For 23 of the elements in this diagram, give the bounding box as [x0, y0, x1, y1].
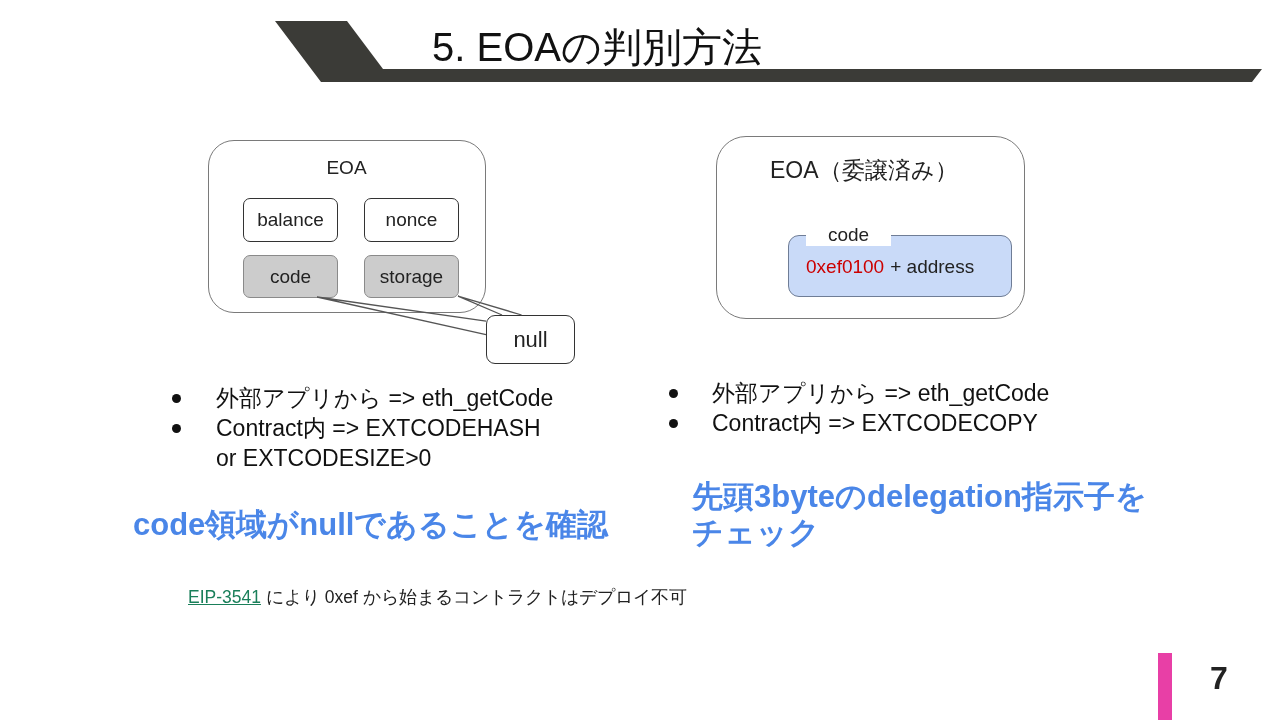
- bullet-text: 外部アプリから => eth_getCode: [712, 379, 1051, 408]
- rounded-box: code: [243, 255, 338, 298]
- rounded-box: [208, 140, 486, 313]
- highlight-text: code領域がnullであることを確認: [133, 507, 610, 543]
- box-title: EOA（委譲済み）: [770, 157, 958, 183]
- value-text: + address: [890, 255, 975, 279]
- link: EIP-3541: [188, 586, 261, 608]
- bullet-text: Contract内 => EXTCODEHASH or EXTCODESIZE>0: [216, 414, 542, 473]
- note-text: により 0xef から始まるコントラクトはデプロイ不可: [265, 586, 687, 608]
- highlight-text: 先頭3byteのdelegation指示子をチェック: [692, 479, 1148, 551]
- bullet-text: 外部アプリから => eth_getCode: [216, 384, 555, 413]
- leader-line: [316, 296, 487, 336]
- rounded-box: nonce: [364, 198, 459, 242]
- slide-title: 5. EOAの判別方法: [432, 25, 762, 69]
- rounded-box: storage: [364, 255, 459, 298]
- bullet-text: Contract内 => EXTCODECOPY: [712, 409, 1039, 438]
- page-number: 7: [1210, 660, 1228, 696]
- rounded-box: balance: [243, 198, 338, 242]
- value-text: 0xef0100: [806, 255, 885, 279]
- rounded-box: [716, 136, 1025, 319]
- callout-box: null: [486, 315, 575, 364]
- leader-line: [457, 295, 523, 316]
- box-title: EOA: [325, 156, 368, 180]
